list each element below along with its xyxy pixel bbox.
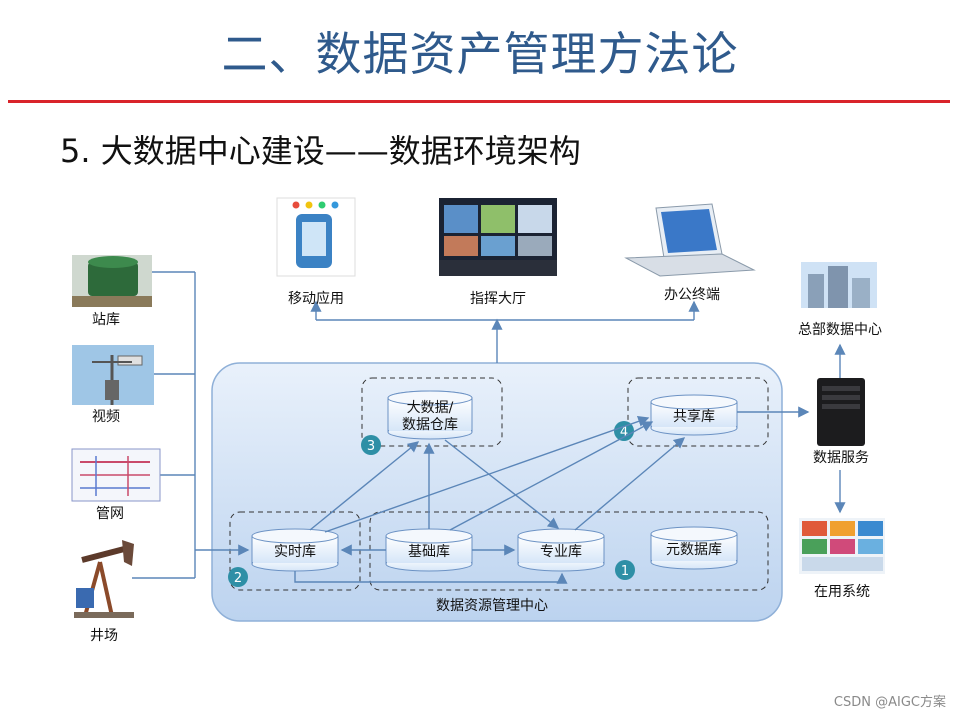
realtime-group [229, 511, 361, 591]
badge-1: 1 [615, 560, 635, 580]
in-use-systems-label: 在用系统 [814, 584, 870, 600]
realtime-to-bigdata-arrow [309, 441, 420, 531]
data-service-label: 数据服务 [813, 450, 869, 466]
station-label: 站库 [92, 312, 120, 328]
video-label: 视频 [92, 409, 120, 425]
base-to-share-arrow [449, 421, 654, 531]
title-divider [8, 100, 950, 103]
realtime-db-label: 实时库 [274, 544, 316, 560]
bigdata-warehouse-db: 大数据/ 数据仓库 [387, 390, 473, 440]
base-db: 基础库 [385, 528, 473, 572]
hq-datacenter-label: 总部数据中心 [798, 322, 882, 338]
command-hall-label: 指挥大厅 [470, 291, 526, 307]
share-db: 共享库 [650, 394, 738, 436]
mobile-app-icon [276, 197, 356, 277]
station-icon [72, 255, 152, 307]
realtime-to-special-arrow [294, 571, 568, 584]
pipeline-label: 管网 [96, 506, 124, 522]
watermark: CSDN @AIGC方案 [833, 695, 946, 710]
share-db-label: 共享库 [673, 408, 715, 425]
meta-db-label: 元数据库 [666, 542, 722, 558]
realtime-to-share-arrow [324, 415, 650, 533]
bigdata-to-special-arrow [444, 439, 560, 529]
special-db-label: 专业库 [540, 544, 582, 560]
hq-datacenter-icon [801, 262, 877, 308]
server-icon [817, 378, 865, 446]
video-icon [72, 345, 154, 405]
core-group [369, 511, 769, 591]
badge-4: 4 [614, 421, 634, 441]
svg-text:4: 4 [620, 425, 628, 440]
badge-3: 3 [361, 435, 381, 455]
svg-text:3: 3 [367, 439, 375, 454]
center-title: 数据资源管理中心 [436, 598, 548, 614]
office-terminal-laptop-icon [624, 203, 756, 277]
wellsite-pumpjack-icon [74, 540, 134, 618]
meta-db: 元数据库 [650, 526, 738, 570]
svg-text:数据仓库: 数据仓库 [402, 417, 458, 433]
mobile-app-label: 移动应用 [288, 290, 344, 307]
pipeline-network-icon [71, 448, 161, 502]
special-db: 专业库 [517, 528, 605, 572]
slide-title: 二、数据资产管理方法论 [221, 27, 739, 81]
svg-text:大数据/: 大数据/ [407, 400, 454, 416]
wellsite-label: 井场 [90, 628, 118, 644]
special-to-share-arrow [574, 437, 686, 531]
base-db-label: 基础库 [408, 543, 450, 560]
badge-2: 2 [228, 567, 248, 587]
realtime-db: 实时库 [251, 528, 339, 572]
office-terminal-label: 办公终端 [664, 287, 720, 303]
svg-text:1: 1 [621, 564, 629, 579]
svg-text:2: 2 [234, 571, 242, 586]
command-hall-icon [439, 198, 557, 276]
slide-subtitle: 5. 大数据中心建设——数据环境架构 [60, 132, 581, 170]
in-use-systems-icon [799, 518, 885, 574]
